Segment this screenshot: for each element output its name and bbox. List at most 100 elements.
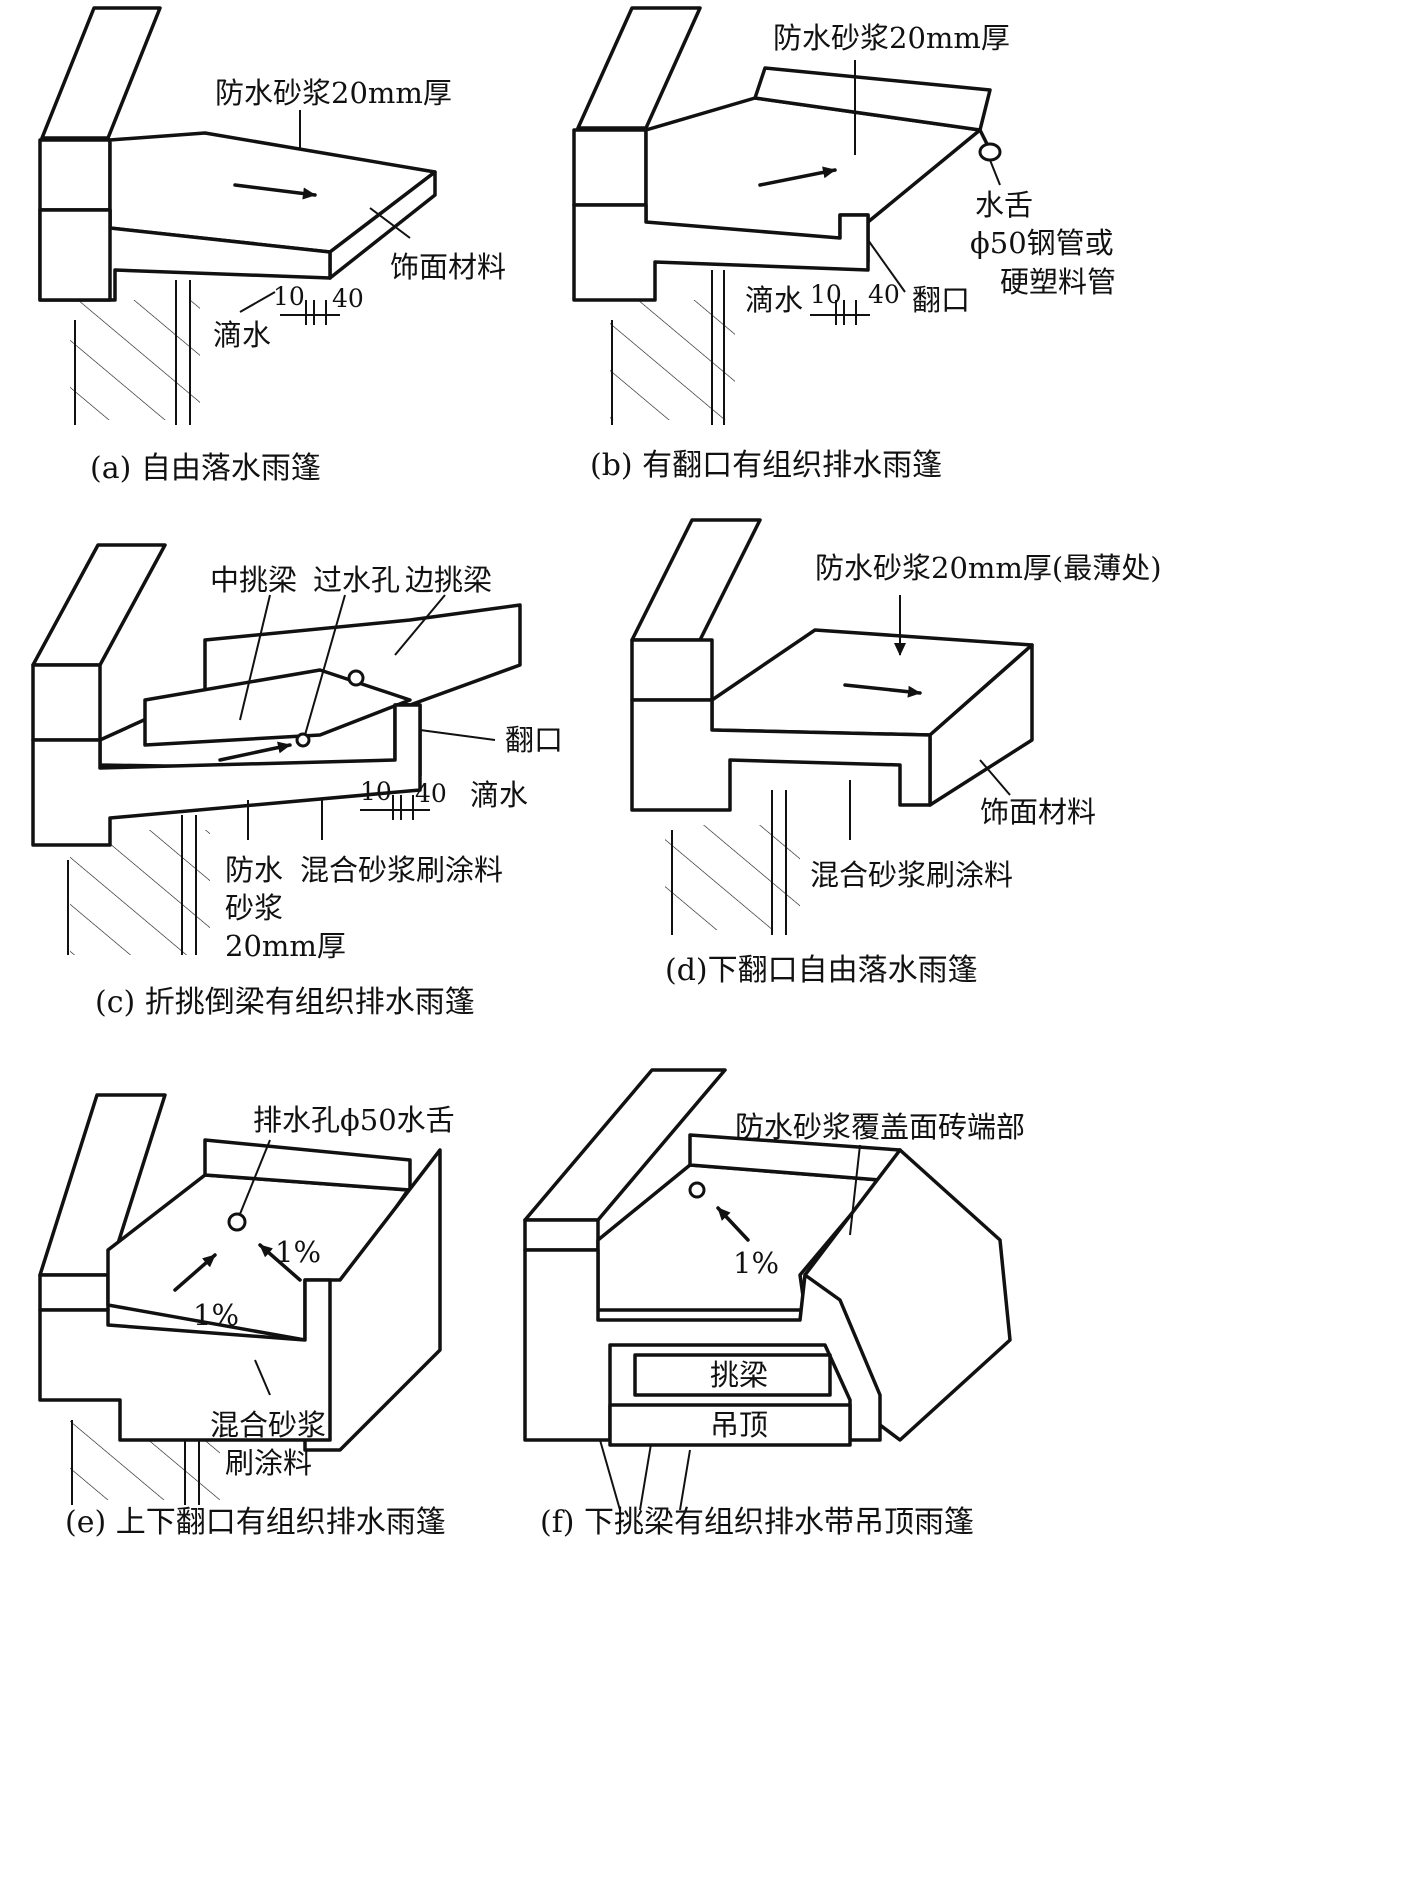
leader-mortar-f (849, 1144, 861, 1236)
panel-d: 防水砂浆20mm厚(最薄处) 饰面材料 混合砂浆刷涂料 (d)下翻口自由落水雨篷 (630, 518, 1162, 988)
label-mid-beam-c: 中挑梁 (210, 563, 297, 597)
label-paint-c: 混合砂浆刷涂料 (300, 853, 503, 887)
slope-arrow-e1 (173, 1253, 217, 1292)
label-finish-d: 饰面材料 (980, 795, 1096, 829)
caption-e: (e) 上下翻口有组织排水雨篷 (65, 1505, 446, 1540)
glass-window-c (70, 830, 210, 955)
slope-arrow-d (843, 683, 922, 698)
label-spout1-b: 水舌 (975, 188, 1033, 222)
slope-arrow-b (758, 166, 837, 187)
upstand-top-b (753, 66, 992, 132)
leader-mid-beam-c (239, 594, 271, 721)
leader-finish-a (369, 207, 411, 239)
brick-wall-a (40, 6, 162, 140)
label-mortar-b: 防水砂浆20mm厚 (773, 21, 1010, 55)
label-spout3-b: 硬塑料管 (1000, 265, 1116, 299)
label-drip-b: 滴水 (745, 283, 803, 317)
label-mortar2-c: 砂浆 (225, 891, 283, 925)
panel-b: 防水砂浆20mm厚 水舌 ϕ50钢管或 硬塑料管 滴水 10 40 翻口 (b)… (572, 6, 1116, 483)
label-beam-f: 挑梁 (710, 1358, 768, 1392)
label-dim40-a: 40 (332, 284, 364, 313)
label-paint2-e: 刷涂料 (225, 1446, 312, 1480)
glass-window-d (665, 825, 800, 930)
concrete-section-b (572, 203, 870, 302)
leader-paint-e (254, 1359, 271, 1396)
wall-section-e (38, 1273, 110, 1312)
caption-c: (c) 折挑倒梁有组织排水雨篷 (95, 985, 475, 1020)
label-hole-e: 排水孔ϕ50水舌 (253, 1103, 455, 1137)
leader-finish-d (979, 759, 1011, 796)
label-paint1-e: 混合砂浆 (210, 1408, 326, 1442)
slope-arrow-f (716, 1206, 750, 1242)
label-hole-c: 过水孔 (313, 563, 400, 597)
beam-f (633, 1353, 832, 1397)
leader-hole-e (239, 1139, 271, 1215)
label-mortar-f: 防水砂浆覆盖面砖端部 (735, 1110, 1025, 1144)
label-mortar3-c: 20mm厚 (225, 929, 346, 963)
concrete-section-c (31, 703, 422, 847)
label-mortar-d: 防水砂浆20mm厚(最薄处) (815, 551, 1162, 585)
mid-beam-c (143, 668, 412, 747)
dimension-a (280, 300, 340, 325)
label-paint-d: 混合砂浆刷涂料 (810, 858, 1013, 892)
slope-arrow-a (233, 183, 317, 200)
spout-b (978, 142, 1002, 162)
label-mortar-a: 防水砂浆20mm厚 (215, 76, 452, 110)
caption-b: (b) 有翻口有组织排水雨篷 (590, 448, 942, 483)
glass-window-a (70, 300, 200, 420)
label-drip-a: 滴水 (213, 318, 271, 352)
dimension-b (810, 300, 870, 325)
lintel-a (38, 208, 112, 302)
drain-hole-f (688, 1181, 706, 1199)
wall-section-d (630, 638, 714, 702)
label-mortar1-c: 防水 (225, 853, 283, 887)
dimension-c (360, 795, 430, 820)
label-drip-c: 滴水 (470, 778, 528, 812)
leader-edge-beam-c (394, 594, 446, 656)
leader-hole-c (304, 594, 346, 736)
label-finish-a: 饰面材料 (390, 250, 506, 284)
ceiling-f (608, 1403, 852, 1447)
leader-upturn-b (867, 239, 906, 293)
caption-f: (f) 下挑梁有组织排水带吊顶雨篷 (540, 1505, 974, 1540)
panel-a: 防水砂浆20mm厚 饰面材料 滴水 10 40 (a) 自由落水雨篷 (38, 6, 506, 486)
label-upturn-b: 翻口 (912, 283, 970, 317)
label-slope-f: 1% (733, 1246, 779, 1280)
label-slope1-e: 1% (193, 1298, 239, 1332)
label-upturn-c: 翻口 (505, 723, 563, 757)
wall-section-c (31, 663, 102, 742)
concrete-section-d (630, 698, 932, 812)
wall-section-b (572, 128, 648, 207)
leader-upturn-c (419, 729, 496, 741)
panel-e: 排水孔ϕ50水舌 1% 1% 混合砂浆 刷涂料 (e) 上下翻口有组织排水雨篷 (38, 1093, 455, 1540)
caption-a: (a) 自由落水雨篷 (90, 451, 321, 486)
label-dim40-b: 40 (868, 280, 900, 309)
label-spout2-b: ϕ50钢管或 (970, 226, 1114, 260)
glass-window-b (610, 300, 735, 420)
panel-f: 防水砂浆覆盖面砖端部 1% 挑梁 吊顶 (f) 下挑梁有组织排水带吊顶雨篷 (523, 1068, 1025, 1540)
label-dim40-c: 40 (415, 779, 447, 808)
label-dim10-c: 10 (360, 777, 392, 806)
caption-d: (d)下翻口自由落水雨篷 (665, 953, 978, 988)
panel-c: 中挑梁 过水孔 边挑梁 翻口 10 40 滴水 防水 砂浆 20mm厚 混合砂浆… (31, 543, 563, 1020)
drain-hole-c (295, 732, 311, 748)
wall-section-a (38, 138, 112, 212)
label-ceiling-f: 吊顶 (710, 1408, 768, 1442)
label-slope2-e: 1% (275, 1235, 321, 1269)
brick-wall-c (31, 543, 167, 667)
slope-arrow-c (218, 741, 292, 762)
concrete-section-e (38, 1278, 332, 1442)
wall-section-f (523, 1218, 600, 1252)
leader-drip-a (239, 291, 276, 313)
tile-front-e (303, 1148, 442, 1452)
label-dim10-b: 10 (810, 280, 842, 309)
drain-hole-e (227, 1212, 247, 1232)
label-edge-beam-c: 边挑梁 (405, 563, 492, 597)
drain-hole-top-c (347, 669, 365, 687)
label-dim10-a: 10 (273, 282, 305, 311)
slope-arrow-e2 (258, 1243, 302, 1282)
brick-wall-d (630, 518, 762, 642)
leader-spout-b (989, 159, 1001, 186)
brick-wall-b (576, 6, 702, 130)
